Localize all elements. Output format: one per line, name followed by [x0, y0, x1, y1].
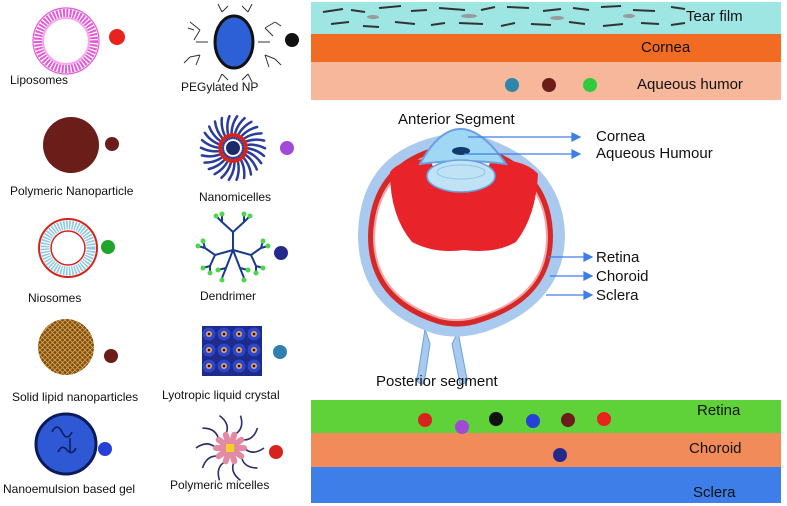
pupil: [452, 147, 470, 155]
retina-drug-dot: [597, 412, 611, 426]
polymer-hydrophobic-block: [231, 436, 245, 449]
llc-cell-center: [207, 332, 211, 336]
retina-layer: Retina: [311, 400, 781, 433]
polymer-hydrophobic-block: [228, 449, 238, 465]
micelle-head: [243, 142, 248, 148]
optic-nerve: [416, 328, 468, 385]
nanomicelle-icon: [199, 114, 267, 182]
pegylated-np-icon: [183, 3, 282, 83]
polymeric-nanoparticle-drug-dot: [105, 137, 119, 151]
retina-drug-dot: [526, 414, 540, 428]
retina-drug-dot: [418, 413, 432, 427]
tear-film-layer: Tear film: [311, 2, 781, 34]
aqueous-drug-dot: [542, 78, 556, 92]
lens: [426, 159, 496, 193]
label-nanomicelles: Nanomicelles: [199, 190, 272, 204]
polymer-chain: [195, 443, 217, 449]
eye-label-retina: Retina: [596, 249, 640, 266]
aqueous-drug-dot: [583, 78, 597, 92]
polymer-hydrophobic-block: [228, 431, 238, 447]
nanoemulsion-gel-icon: [34, 412, 98, 476]
niosome-icon: [38, 218, 98, 278]
cornea-layer: Cornea: [311, 34, 781, 62]
pegylated-np-drug-dot: [285, 33, 299, 47]
eye-cross-section: [358, 128, 594, 385]
cornea-layer-label: Cornea: [641, 39, 691, 56]
eye-label-sclera: Sclera: [596, 287, 639, 304]
solid-lipid-nanoparticle-drug-dot: [104, 349, 118, 363]
posterior-segment-title: Posterior segment: [376, 373, 498, 390]
llc-cell-center: [237, 364, 241, 368]
sclera-layer-label: Sclera: [693, 484, 736, 501]
eye-label-aqueous-humour: Aqueous Humour: [596, 145, 713, 162]
micelle-head: [232, 158, 237, 164]
llc-cell-center: [207, 348, 211, 352]
label-dendrimer: Dendrimer: [200, 289, 257, 303]
niosome-drug-dot: [101, 240, 115, 254]
polymeric-nanoparticle-icon: [43, 117, 99, 173]
llc-cell-center: [222, 332, 226, 336]
llc-cell-center: [252, 348, 256, 352]
micelle-core: [226, 141, 240, 155]
sclera-layer: Sclera: [311, 467, 781, 503]
eye-label-choroid: Choroid: [596, 268, 649, 285]
solid-lipid-nanoparticle-icon: [38, 319, 94, 375]
liposome-icon: [32, 7, 100, 75]
pegylated-np-core: [213, 14, 255, 70]
polymeric-micelle-icon: [195, 415, 265, 481]
label-solid-lipid-nanoparticles: Solid lipid nanoparticles: [12, 390, 139, 404]
polymer-chain: [243, 447, 265, 453]
aqueous-humor-layer-label: Aqueous humor: [637, 76, 743, 93]
label-pegylated-np: PEGylated NP: [181, 80, 259, 94]
label-polymeric-nanoparticle: Polymeric Nanoparticle: [10, 184, 134, 198]
dendrimer-end-groups: [195, 211, 271, 283]
retina-layer-label: Retina: [697, 402, 741, 419]
llc-cell-center: [222, 348, 226, 352]
label-nanoemulsion-based-gel: Nanoemulsion based gel: [3, 482, 136, 496]
nanocarrier-icons: [32, 3, 299, 481]
aqueous-drug-dot: [505, 78, 519, 92]
retina-drug-dot: [455, 420, 469, 434]
polymeric-micelle-core: [226, 444, 234, 452]
lyotropic-liquid-crystal-icon: [202, 326, 262, 376]
dendrimer-drug-dot: [274, 246, 288, 260]
ciliary-body: [390, 159, 538, 251]
llc-cell-center: [237, 348, 241, 352]
nanomicelle-drug-dot: [280, 141, 294, 155]
llc-cell-center: [222, 364, 226, 368]
liposome-drug-dot: [109, 29, 125, 45]
polymer-hydrophobic-block: [215, 436, 229, 449]
choroid-layer-label: Choroid: [689, 440, 742, 457]
lyotropic-liquid-crystal-drug-dot: [273, 345, 287, 359]
choroid-layer: Choroid: [311, 433, 781, 467]
cornea-dome: [418, 128, 509, 166]
llc-cell-center: [252, 364, 256, 368]
polymer-hydrophobic-block: [222, 449, 232, 465]
label-lyotropic-liquid-crystal: Lyotropic liquid crystal: [162, 388, 280, 402]
llc-cell-center: [237, 332, 241, 336]
retina-drug-dot: [561, 413, 575, 427]
polymeric-micelle-drug-dot: [269, 445, 283, 459]
anterior-drug-dots: [505, 78, 597, 92]
anterior-segment-title: Anterior Segment: [398, 111, 515, 128]
choroid-drug-dot: [553, 448, 567, 462]
nanoemulsion-gel-drug-dot: [98, 442, 112, 456]
label-liposomes: Liposomes: [10, 73, 69, 87]
posterior-drug-dots: [418, 412, 611, 462]
polymer-hydrophobic-block: [222, 431, 232, 447]
polymer-hydrophobic-block: [215, 447, 229, 460]
polymer-hydrophobic-block: [231, 447, 245, 460]
micelle-head: [229, 132, 234, 138]
dendrimer-icon: [197, 214, 269, 279]
tear-film-texture: [322, 5, 686, 28]
retina-drug-dot: [489, 412, 503, 426]
llc-cell-center: [207, 364, 211, 368]
tear-film-label: Tear film: [686, 8, 743, 25]
label-niosomes: Niosomes: [28, 291, 82, 305]
eye-label-cornea: Cornea: [596, 128, 646, 145]
label-polymeric-micelles: Polymeric micelles: [170, 478, 270, 492]
llc-cell-center: [252, 332, 256, 336]
polymer-chain: [233, 415, 243, 436]
